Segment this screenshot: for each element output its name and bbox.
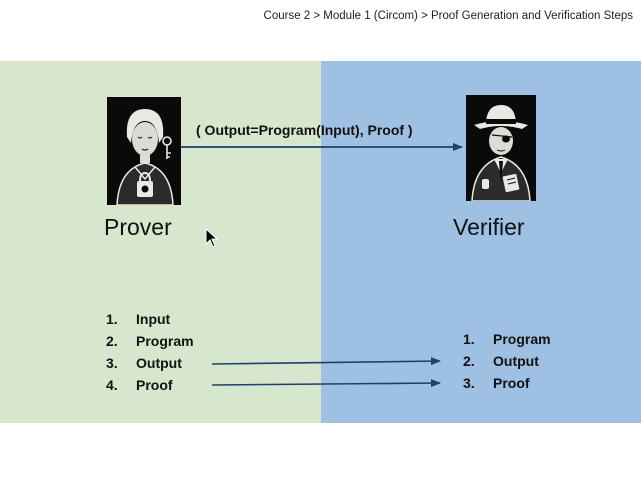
step-number: 3. <box>463 375 475 391</box>
step-number: 2. <box>463 353 475 369</box>
step-number: 3. <box>106 355 118 371</box>
list-item: 2. Output <box>463 350 551 372</box>
step-text: Proof <box>493 375 530 391</box>
step-number: 2. <box>106 333 118 349</box>
prover-label: Prover <box>104 214 172 240</box>
list-item: 3. Output <box>106 352 194 374</box>
verifier-label: Verifier <box>453 214 525 240</box>
prover-avatar-icon <box>107 97 181 205</box>
list-item: 1. Input <box>106 308 194 330</box>
list-item: 3. Proof <box>463 372 551 394</box>
breadcrumb: Course 2 > Module 1 (Circom) > Proof Gen… <box>263 10 633 22</box>
list-item: 4. Proof <box>106 374 194 396</box>
step-text: Program <box>136 333 194 349</box>
step-text: Input <box>136 311 171 327</box>
list-item: 1. Program <box>463 328 551 350</box>
mouse-cursor-icon <box>205 228 219 248</box>
step-text: Program <box>493 331 551 347</box>
verifier-avatar-icon <box>466 95 536 201</box>
verifier-steps-list: 1. Program 2. Output 3. Proof <box>463 328 551 394</box>
prover-steps-list: 1. Input 2. Program 3. Output 4. Proof <box>106 308 194 396</box>
step-number: 4. <box>106 377 118 393</box>
bottom-strip <box>0 423 641 482</box>
step-text: Output <box>136 355 182 371</box>
step-number: 1. <box>463 331 475 347</box>
step-text: Proof <box>136 377 173 393</box>
step-number: 1. <box>106 311 118 327</box>
step-text: Output <box>493 353 539 369</box>
list-item: 2. Program <box>106 330 194 352</box>
proof-message-label: ( Output=Program(Input), Proof ) <box>196 122 413 138</box>
